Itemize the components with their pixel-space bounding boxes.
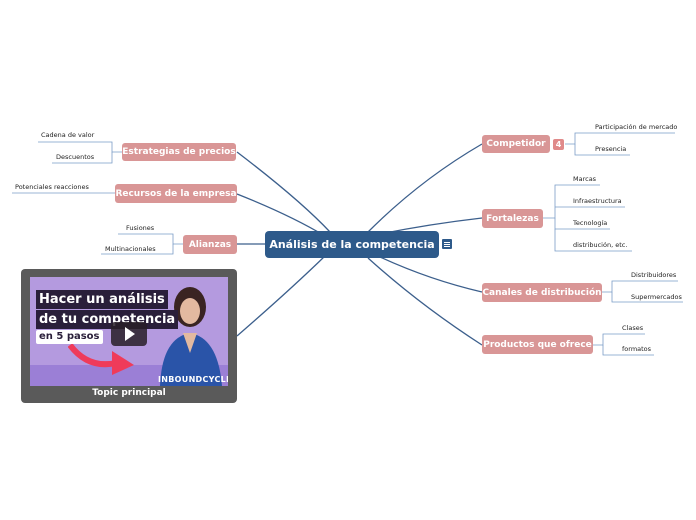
play-icon[interactable] [111, 322, 147, 346]
leaf-presencia[interactable]: Presencia [595, 145, 627, 153]
arrow-icon [68, 343, 134, 375]
connector-competidor [367, 143, 483, 233]
topic-canales[interactable]: Canales de distribución [482, 283, 602, 302]
topic-competidor-label: Competidor [486, 139, 546, 149]
topic-competidor[interactable]: Competidor [482, 135, 550, 153]
leaf-distribuidores[interactable]: Distribuidores [631, 271, 677, 279]
connector-topic [236, 255, 326, 337]
video-thumbnail[interactable]: Hacer un análisis de tu competencia en 5… [30, 277, 228, 386]
connector-recursos [236, 193, 326, 237]
leaf-distribucion[interactable]: distribución, etc. [573, 241, 628, 249]
leaf-multinacionales[interactable]: Multinacionales [105, 245, 156, 253]
connector-estrategias [236, 151, 331, 233]
leaf-fusiones[interactable]: Fusiones [126, 224, 155, 232]
topic-productos[interactable]: Productos que ofrece [482, 335, 593, 354]
topic-recursos-label: Recursos de la empresa [115, 188, 237, 199]
central-topic[interactable]: Análisis de la competencia [265, 231, 439, 258]
video-title-line1: Hacer un análisis [36, 290, 168, 309]
topic-fortalezas-label: Fortalezas [486, 213, 539, 224]
leaf-tecnologia[interactable]: Tecnología [573, 219, 608, 227]
leaf-clases[interactable]: Clases [622, 324, 644, 332]
leaf-cadena-de-valor[interactable]: Cadena de valor [41, 131, 95, 139]
video-title-line2: de tu competencia [36, 310, 179, 329]
topic-productos-label: Productos que ofrece [483, 339, 592, 350]
leaf-marcas[interactable]: Marcas [573, 175, 597, 183]
topic-fortalezas[interactable]: Fortalezas [482, 209, 543, 228]
video-title-line3: en 5 pasos [36, 330, 103, 344]
inboundcycle-logo: INBOUNDCYCLE [158, 375, 228, 384]
leaf-participacion[interactable]: Participación de mercado [595, 123, 678, 131]
topic-canales-label: Canales de distribución [482, 287, 602, 298]
leaf-supermercados[interactable]: Supermercados [631, 293, 682, 301]
leaf-descuentos[interactable]: Descuentos [56, 153, 95, 161]
topic-principal-label: Topic principal [92, 388, 166, 398]
topic-alianzas[interactable]: Alianzas [183, 235, 237, 254]
leaf-infraestructura[interactable]: Infraestructura [573, 197, 622, 205]
notes-icon[interactable] [441, 238, 453, 250]
topic-estrategias-label: Estrategias de precios [122, 147, 236, 157]
count-badge[interactable]: 4 [553, 139, 564, 150]
topic-estrategias[interactable]: Estrategias de precios [122, 143, 236, 161]
connector-productos [367, 257, 483, 346]
topic-alianzas-label: Alianzas [188, 239, 232, 250]
presenter-image [160, 287, 222, 386]
leaf-potenciales-reacciones[interactable]: Potenciales reacciones [15, 183, 89, 191]
leaf-formatos[interactable]: formatos [622, 345, 652, 353]
topic-recursos[interactable]: Recursos de la empresa [115, 184, 237, 203]
central-topic-label: Análisis de la competencia [269, 238, 435, 251]
connector-canales [379, 256, 483, 293]
topic-principal-card[interactable]: Hacer un análisis de tu competencia en 5… [21, 269, 237, 403]
